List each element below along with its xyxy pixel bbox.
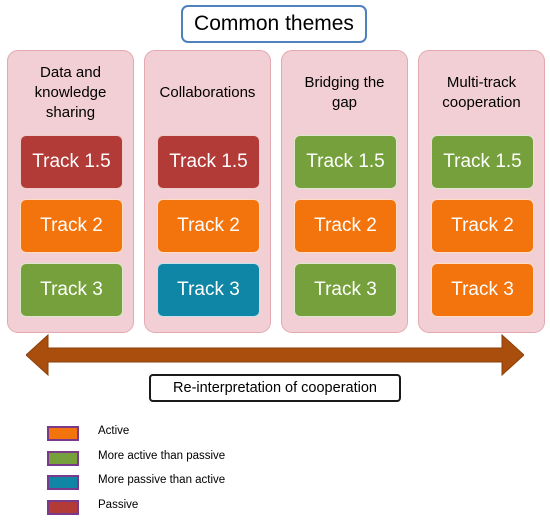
theme-column-multi-track: Multi-track cooperation Track 1.5 Track …: [418, 50, 545, 333]
diagram-title: Common themes: [181, 5, 367, 43]
track-box: Track 2: [294, 199, 397, 253]
legend-label: Active: [98, 425, 130, 437]
legend-label: More passive than active: [98, 474, 226, 486]
track-box: Track 3: [157, 263, 260, 317]
legend-label: Passive: [98, 499, 139, 511]
track-box: Track 3: [20, 263, 123, 317]
track-box: Track 2: [157, 199, 260, 253]
legend-swatch: [47, 426, 79, 441]
track-box: Track 3: [431, 263, 534, 317]
legend-swatch: [47, 475, 79, 490]
track-box: Track 3: [294, 263, 397, 317]
track-box: Track 1.5: [20, 135, 123, 189]
track-box: Track 1.5: [431, 135, 534, 189]
arrow-shape: [26, 334, 524, 376]
legend-swatch: [47, 451, 79, 466]
legend-label: More active than passive: [98, 450, 226, 462]
column-title: Bridging the gap: [304, 74, 385, 111]
column-title: Multi-track cooperation: [442, 74, 521, 111]
column-title: Collaborations: [159, 84, 256, 101]
theme-column-collaborations: Collaborations Track 1.5 Track 2 Track 3: [144, 50, 271, 333]
column-title: Data and knowledge sharing: [34, 64, 107, 121]
theme-column-data-sharing: Data and knowledge sharing Track 1.5 Tra…: [7, 50, 134, 333]
theme-column-bridging-gap: Bridging the gap Track 1.5 Track 2 Track…: [281, 50, 408, 333]
track-box: Track 2: [20, 199, 123, 253]
track-box: Track 2: [431, 199, 534, 253]
double-arrow-icon: [26, 334, 524, 376]
track-box: Track 1.5: [157, 135, 260, 189]
track-box: Track 1.5: [294, 135, 397, 189]
arrow-caption: Re-interpretation of cooperation: [149, 374, 401, 402]
legend-swatch: [47, 500, 79, 515]
